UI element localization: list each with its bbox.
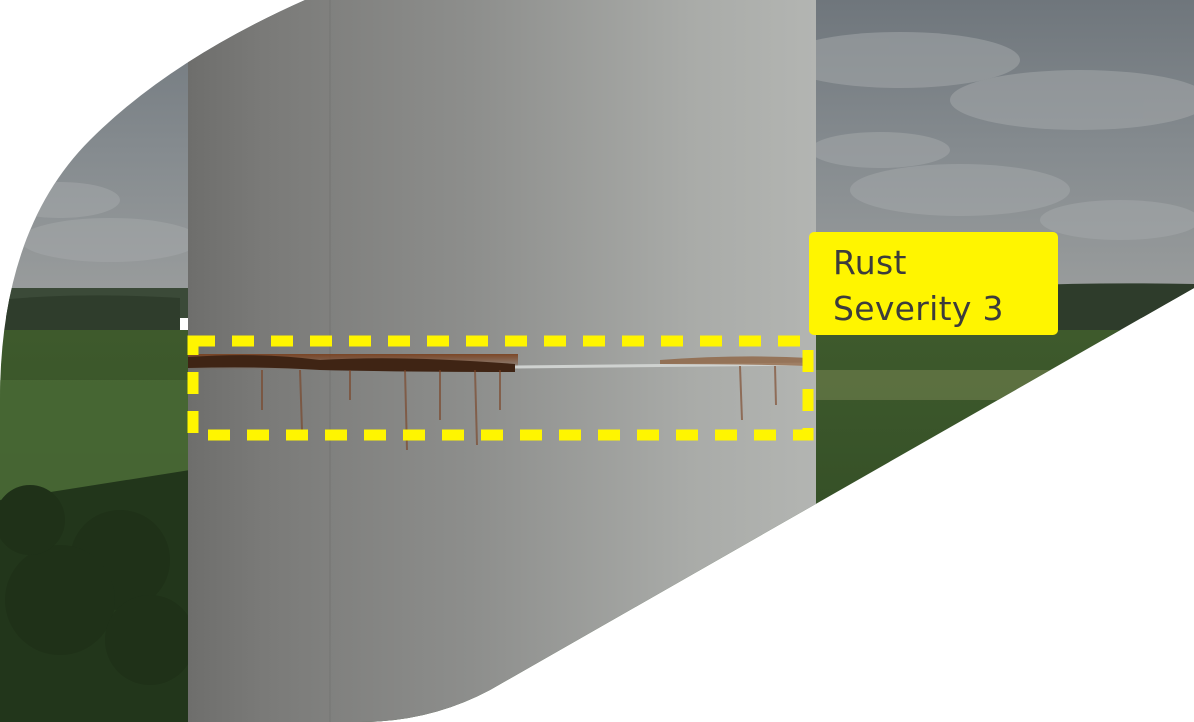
rust-seam — [188, 354, 811, 451]
damage-label: Rust Severity 3 — [809, 232, 1058, 335]
tree-clumps — [0, 485, 195, 685]
defect-type-text: Rust — [833, 243, 907, 282]
severity-text: Severity 3 — [833, 289, 1004, 328]
damage-bounding-box — [187, 335, 814, 441]
